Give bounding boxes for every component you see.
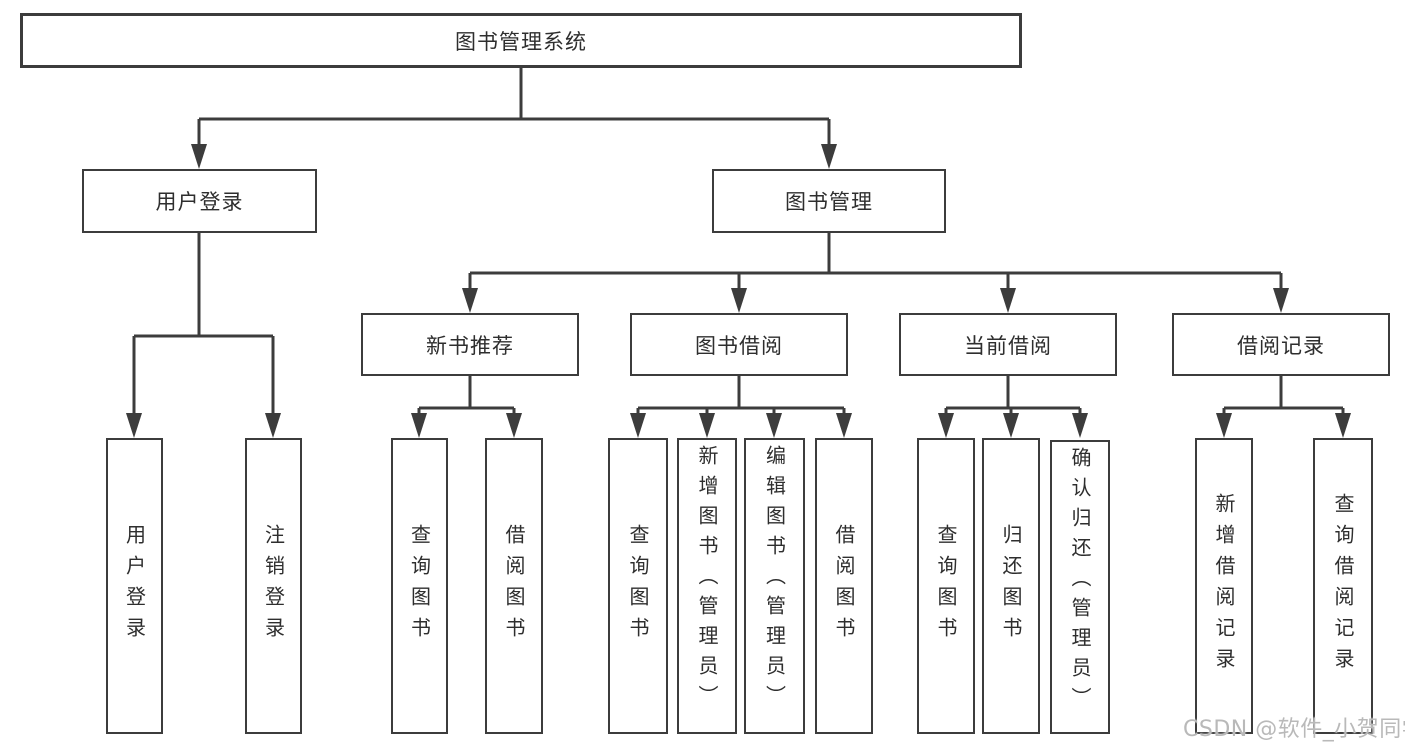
leaf-br-query-record-label: 查询借阅记录 — [1331, 493, 1355, 679]
leaf-bb-borrow-books-label: 借阅图书 — [832, 524, 856, 648]
node-current-borrowing: 当前借阅 — [899, 313, 1117, 376]
node-new-book-recommend-label: 新书推荐 — [426, 333, 514, 358]
leaf-br-query-record: 查询借阅记录 — [1313, 438, 1373, 734]
node-borrowing-records-label: 借阅记录 — [1237, 333, 1325, 358]
leaf-nb-borrow-books: 借阅图书 — [485, 438, 543, 734]
leaf-cb-query-books-label: 查询图书 — [934, 524, 958, 648]
csdn-watermark: CSDN @软件_小贺同学 — [1183, 717, 1405, 742]
leaf-user-login-label: 用户登录 — [122, 524, 147, 648]
leaf-logout: 注销登录 — [245, 438, 302, 734]
node-current-borrowing-label: 当前借阅 — [964, 333, 1052, 358]
leaf-logout-label: 注销登录 — [261, 524, 286, 648]
leaf-br-add-record: 新增借阅记录 — [1195, 438, 1253, 734]
node-user-login-branch: 用户登录 — [82, 169, 317, 233]
leaf-nb-query-books-label: 查询图书 — [407, 524, 432, 648]
leaf-br-add-record-label: 新增借阅记录 — [1212, 493, 1236, 679]
leaf-bb-edit-books-admin: 编辑图书（管理员） — [744, 438, 805, 734]
leaf-user-login: 用户登录 — [106, 438, 163, 734]
leaf-nb-query-books: 查询图书 — [391, 438, 448, 734]
leaf-cb-return-books: 归还图书 — [982, 438, 1040, 734]
leaf-cb-confirm-return-admin: 确认归还（管理员） — [1050, 440, 1110, 734]
leaf-cb-confirm-return-admin-label: 确认归还（管理员） — [1068, 447, 1092, 717]
leaf-bb-borrow-books: 借阅图书 — [815, 438, 873, 734]
leaf-bb-query-books: 查询图书 — [608, 438, 668, 734]
leaf-cb-return-books-label: 归还图书 — [999, 524, 1023, 648]
leaf-bb-add-books-admin: 新增图书（管理员） — [677, 438, 737, 734]
node-book-management-label: 图书管理 — [785, 190, 873, 214]
node-user-login-branch-label: 用户登录 — [155, 190, 244, 214]
leaf-bb-edit-books-admin-label: 编辑图书（管理员） — [762, 445, 787, 715]
leaf-cb-query-books: 查询图书 — [917, 438, 975, 734]
node-borrowing-records: 借阅记录 — [1172, 313, 1390, 376]
leaf-bb-add-books-admin-label: 新增图书（管理员） — [695, 445, 719, 715]
node-book-management: 图书管理 — [712, 169, 946, 233]
node-new-book-recommend: 新书推荐 — [361, 313, 579, 376]
node-library-system-label: 图书管理系统 — [455, 29, 587, 54]
leaf-bb-query-books-label: 查询图书 — [626, 524, 650, 648]
node-book-borrowing-label: 图书借阅 — [695, 333, 783, 358]
node-book-borrowing: 图书借阅 — [630, 313, 848, 376]
node-library-system: 图书管理系统 — [20, 13, 1022, 68]
leaf-nb-borrow-books-label: 借阅图书 — [502, 524, 526, 648]
